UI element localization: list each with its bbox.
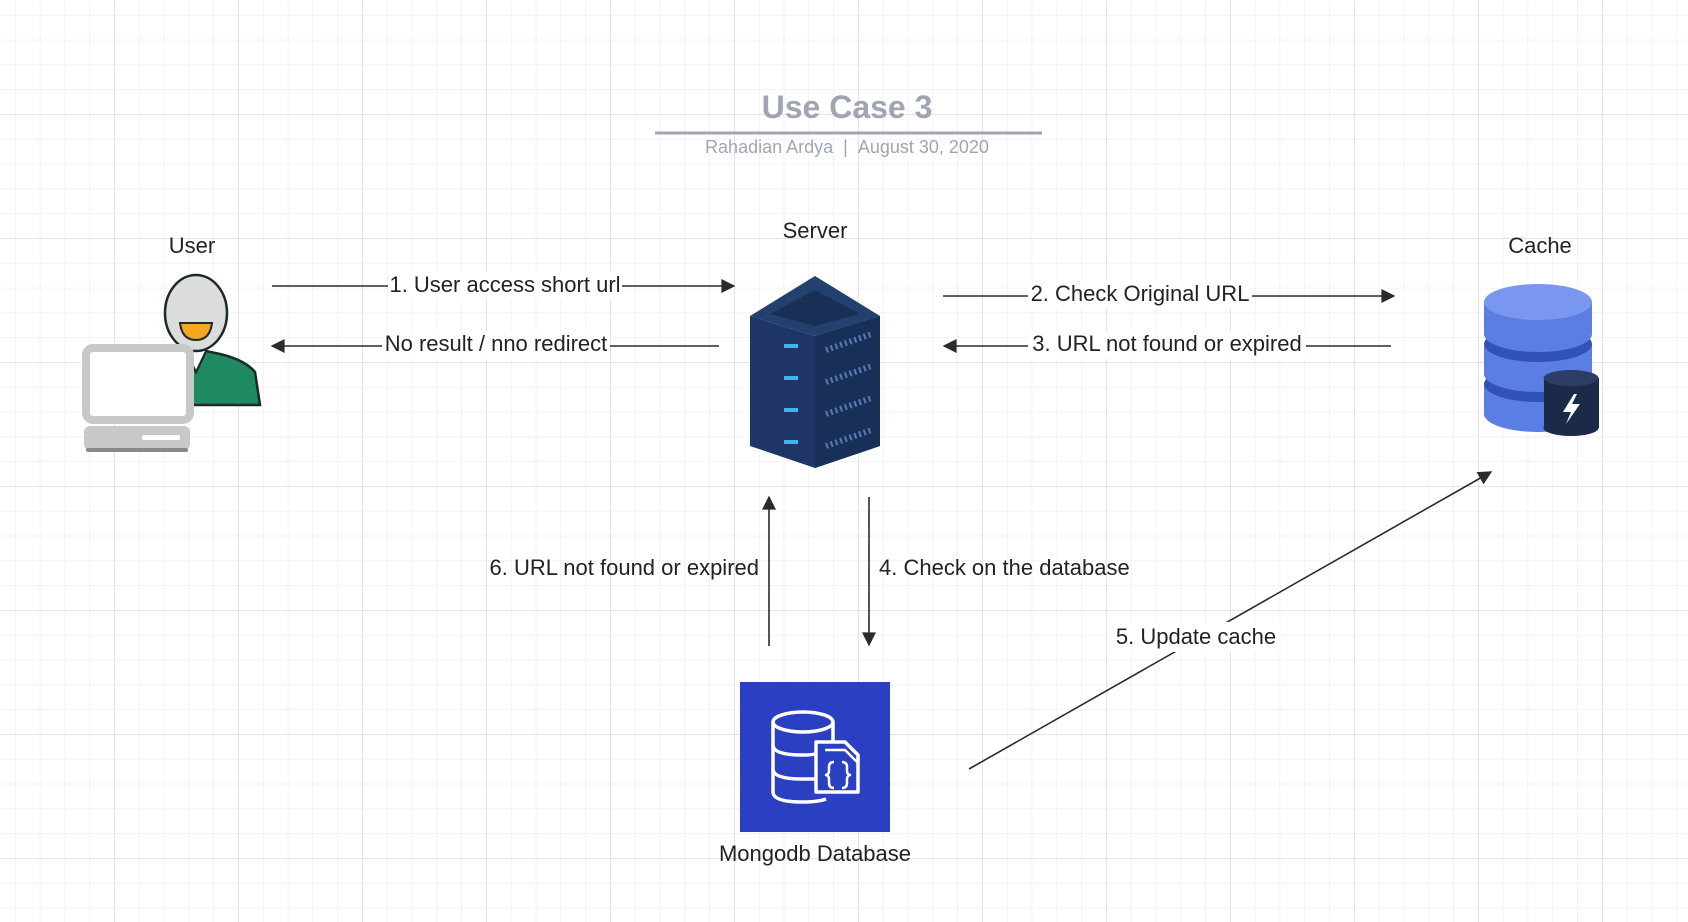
server-stack-icon <box>750 276 880 468</box>
diagram-title: Use Case 3 <box>762 89 933 125</box>
cache-node[interactable]: Cache <box>1484 233 1599 436</box>
edge-database-url-not-found[interactable]: 6. URL not found or expired <box>490 495 776 646</box>
edge-label-5: 5. Update cache <box>1116 624 1276 649</box>
edge-check-on-database[interactable]: 4. Check on the database <box>862 497 1130 647</box>
edge-cache-url-not-found[interactable]: 3. URL not found or expired <box>942 331 1391 359</box>
edge-check-original-url[interactable]: 2. Check Original URL <box>943 281 1396 309</box>
edge-no-result-redirect[interactable]: No result / nno redirect <box>270 331 719 359</box>
cache-label: Cache <box>1508 233 1572 258</box>
edge-label-1: 1. User access short url <box>389 272 620 297</box>
subtitle-author: Rahadian Ardya <box>705 137 834 157</box>
server-node[interactable]: Server <box>750 218 880 468</box>
database-node[interactable]: Mongodb Database <box>719 682 911 866</box>
document-database-icon <box>771 710 860 804</box>
edge-label-no-result: No result / nno redirect <box>385 331 608 356</box>
database-label: Mongodb Database <box>719 841 911 866</box>
edge-label-4: 4. Check on the database <box>879 555 1130 580</box>
subtitle-separator: | <box>843 137 848 157</box>
user-node[interactable]: User <box>82 233 262 452</box>
cache-database-icon <box>1484 284 1599 436</box>
user-label: User <box>169 233 215 258</box>
diagram-subtitle: Rahadian Ardya | August 30, 2020 <box>705 137 989 157</box>
server-label: Server <box>783 218 848 243</box>
edge-label-2: 2. Check Original URL <box>1031 281 1250 306</box>
edge-user-access-short-url[interactable]: 1. User access short url <box>272 271 736 299</box>
user-at-computer-icon <box>82 273 262 452</box>
edge-label-3: 3. URL not found or expired <box>1032 331 1301 356</box>
edge-label-6: 6. URL not found or expired <box>490 555 759 580</box>
subtitle-date: August 30, 2020 <box>858 137 989 157</box>
edge-update-cache[interactable]: 5. Update cache <box>968 471 1493 770</box>
